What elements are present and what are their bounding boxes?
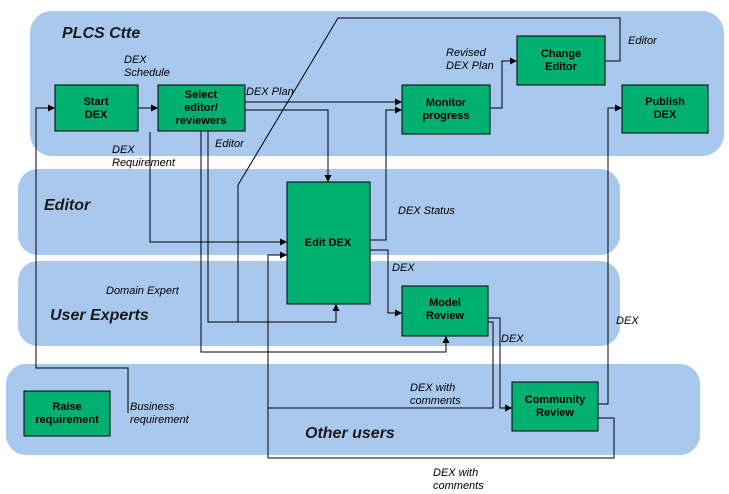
label-dex-schedule-line-1: Schedule — [124, 67, 170, 79]
label-editor-top-line-0: Editor — [628, 35, 658, 47]
label-dex-schedule-line-0: DEX — [124, 54, 147, 66]
label-revised-dex-plan-line-1: DEX Plan — [446, 60, 494, 72]
label-editor-mid: Editor — [215, 138, 245, 150]
flow-model-review-comments — [267, 251, 494, 409]
flow-business-requirement — [35, 104, 129, 413]
label-business-requirement-line-1: requirement — [130, 414, 190, 426]
label-dex-status: DEX Status — [398, 205, 455, 217]
label-dex-plan-line-0: DEX Plan — [246, 86, 294, 98]
label-editor-mid-line-0: Editor — [215, 138, 245, 150]
box-label-change-editor-line-0: Change — [541, 48, 581, 60]
flow-domain-expert — [200, 131, 450, 353]
box-label-raise-requirement-line-0: Raise — [52, 401, 81, 413]
flow-community-review-comments — [267, 408, 615, 459]
box-label-select-editor-line-0: Select — [185, 89, 218, 101]
label-dex-requirement-line-1: Requirement — [112, 157, 176, 169]
label-dex-after-edit: DEX — [392, 262, 415, 274]
box-label-start-dex-line-0: Start — [83, 96, 108, 108]
lane-label-plcs-ctte: PLCS Ctte — [62, 25, 140, 42]
label-domain-expert-line-0: Domain Expert — [106, 285, 180, 297]
label-dex-with-comments-2-line-0: DEX with — [433, 467, 478, 479]
label-dex-requirement-line-0: DEX — [112, 144, 135, 156]
flow-edit-to-model-review — [370, 249, 402, 317]
label-dex-after-edit-line-0: DEX — [392, 262, 415, 274]
box-label-community-review-line-1: Review — [536, 407, 574, 419]
box-label-start-dex-line-1: DEX — [85, 109, 108, 121]
label-business-requirement-line-0: Business — [130, 401, 175, 413]
box-label-publish-dex-line-1: DEX — [654, 109, 677, 121]
box-label-community-review-line-0: Community — [525, 394, 586, 406]
label-dex-with-comments-1-line-0: DEX with — [410, 382, 455, 394]
lane-label-user-experts: User Experts — [50, 307, 149, 324]
box-label-raise-requirement-line-1: requirement — [35, 414, 99, 426]
flow-model-to-community — [488, 317, 512, 412]
box-label-model-review-line-0: Model — [429, 297, 461, 309]
box-label-edit-dex: Edit DEX — [305, 237, 352, 249]
box-edit-dex[interactable]: Edit DEX — [286, 181, 371, 305]
box-label-monitor-progress-line-0: Monitor — [426, 97, 467, 109]
flow-dex-requirement — [149, 132, 287, 246]
flow-select-to-edit — [245, 109, 332, 182]
label-domain-expert: Domain Expert — [106, 285, 180, 297]
connectors — [35, 17, 622, 459]
label-dex-plan: DEX Plan — [246, 86, 294, 98]
label-dex-with-comments-1-line-1: comments — [410, 395, 461, 407]
label-editor-top: Editor — [628, 35, 658, 47]
label-dex-publish-line-0: DEX — [616, 315, 639, 327]
box-label-monitor-progress-line-1: progress — [422, 110, 469, 122]
box-label-change-editor-line-1: Editor — [545, 61, 577, 73]
flow-publish — [598, 104, 622, 405]
box-label-publish-dex-line-0: Publish — [645, 96, 685, 108]
label-dex-publish: DEX — [616, 315, 639, 327]
lane-label-editor: Editor — [44, 197, 91, 214]
box-label-model-review-line-1: Review — [426, 310, 464, 322]
label-dex-with-comments-2-line-1: comments — [433, 480, 484, 492]
label-dex-after-review: DEX — [501, 333, 524, 345]
box-label-select-editor-line-1: editor/ — [184, 102, 218, 114]
label-revised-dex-plan-line-0: Revised — [446, 47, 487, 59]
flow-editor-assign — [207, 131, 340, 323]
label-dex-status-line-0: DEX Status — [398, 205, 455, 217]
label-dex-after-review-line-0: DEX — [501, 333, 524, 345]
box-label-select-editor-line-2: reviewers — [176, 115, 227, 127]
box-label-edit-dex-line-0: Edit DEX — [305, 237, 352, 249]
lane-label-other-users: Other users — [305, 425, 395, 442]
flow-revised-dex-plan — [490, 57, 517, 109]
flow-dex-status — [370, 106, 402, 241]
